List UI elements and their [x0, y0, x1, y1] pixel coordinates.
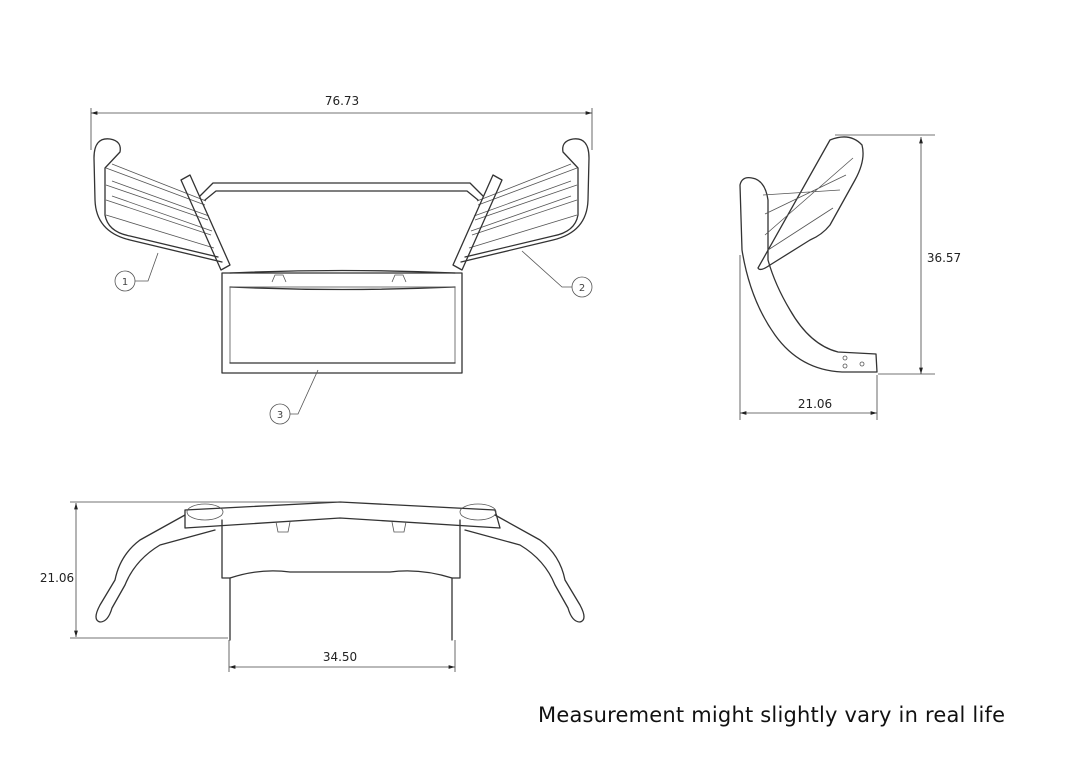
left-wing-guard	[93, 138, 231, 271]
callout-3: 3	[269, 369, 319, 425]
callout-2: 2	[521, 250, 593, 298]
center-width-dimension-label: 34.50	[323, 650, 357, 664]
depth-dimension-label: 21.06	[798, 397, 832, 411]
front-view: 76.73 1 2	[90, 94, 593, 425]
width-dimension-label: 76.73	[325, 94, 359, 108]
top-height-dimension-label: 21.06	[40, 571, 74, 585]
measurement-disclaimer: Measurement might slightly vary in real …	[538, 703, 1006, 727]
callout-1: 1	[114, 252, 159, 292]
svg-text:2: 2	[579, 283, 585, 294]
top-view: 21.06 34.50	[40, 501, 585, 672]
svg-text:3: 3	[277, 410, 283, 421]
center-frame	[221, 272, 463, 374]
side-bracket	[739, 177, 878, 373]
right-wing-guard	[452, 138, 590, 271]
svg-text:1: 1	[122, 277, 128, 288]
height-dimension-label: 36.57	[927, 251, 961, 265]
side-view: 36.57 21.06	[739, 134, 961, 420]
